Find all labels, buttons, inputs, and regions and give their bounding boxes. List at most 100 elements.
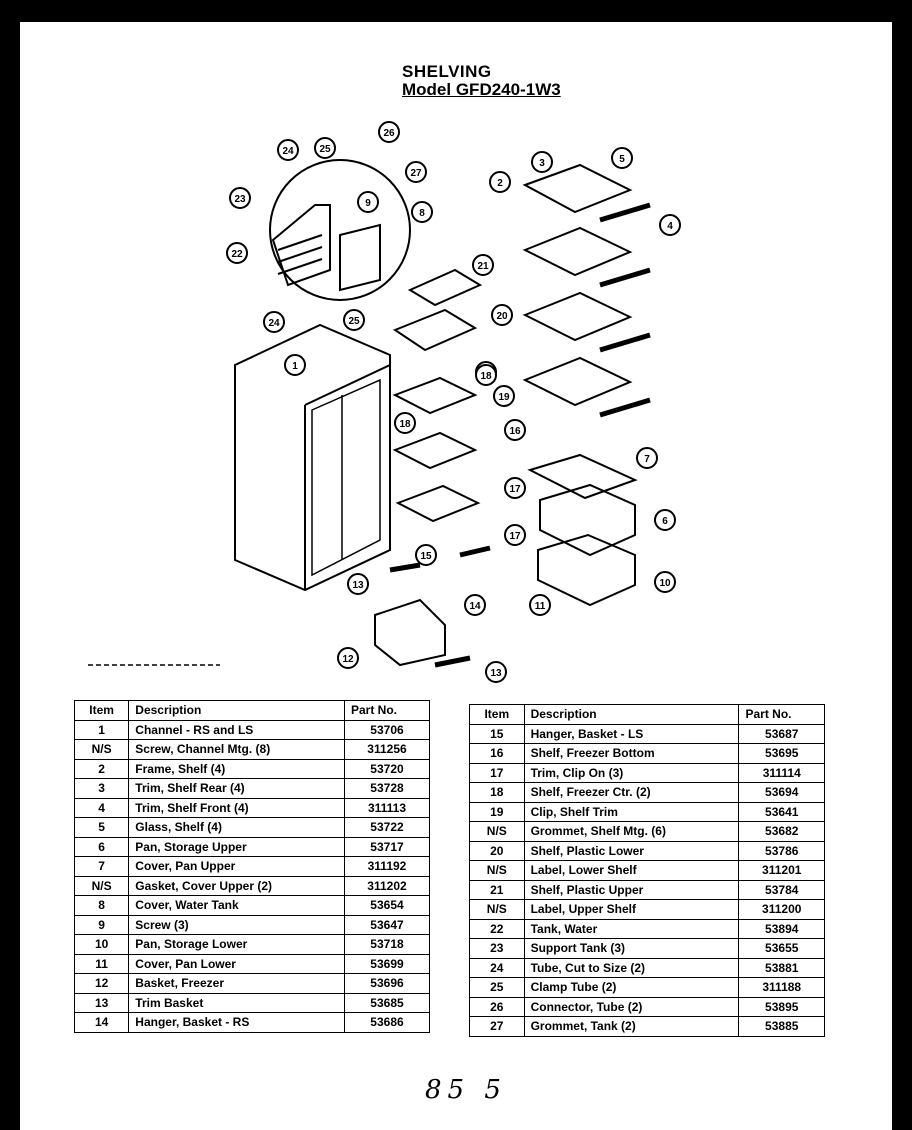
callout-group: 1234567891011121313141516171717181819202… <box>226 121 681 683</box>
callout-circle <box>343 309 365 331</box>
row-part-no: 53786 <box>738 840 825 861</box>
callout-label: 27 <box>410 168 422 179</box>
callout-circle <box>504 419 526 441</box>
callout-circle <box>464 594 486 616</box>
row-description: Shelf, Plastic Lower <box>523 840 740 861</box>
row-description: Trim, Shelf Front (4) <box>128 797 345 818</box>
callout-label: 18 <box>399 419 411 430</box>
row-part-no: 311188 <box>738 977 825 998</box>
row-description: Tube, Cut to Size (2) <box>523 957 740 978</box>
callout-circle <box>654 509 676 531</box>
callout-circle <box>229 187 251 209</box>
callout-circle <box>493 385 515 407</box>
callout-label: 20 <box>496 311 508 322</box>
header-part-no: Part No. <box>343 700 431 721</box>
title-block: SHELVING Model GFD240-1W3 <box>402 62 561 100</box>
row-part-no: 311113 <box>343 797 431 818</box>
header-description: Description <box>128 700 345 721</box>
row-item: 27 <box>469 1016 525 1037</box>
callout-label: 2 <box>497 178 503 189</box>
row-part-no: 53722 <box>343 817 431 838</box>
row-description: Grommet, Tank (2) <box>523 1016 740 1037</box>
callout-circle <box>475 364 497 386</box>
glass-shelf-drawing-4 <box>522 356 633 407</box>
callout-circle <box>529 594 551 616</box>
row-item: 16 <box>469 743 525 764</box>
row-item: 2 <box>73 758 130 779</box>
scan-border-right <box>892 0 912 1130</box>
callout-label: 24 <box>282 146 294 157</box>
row-part-no: 53694 <box>738 782 825 803</box>
row-item: 3 <box>73 778 130 799</box>
row-item: 13 <box>73 992 130 1013</box>
row-description: Basket, Freezer <box>128 973 345 994</box>
glass-shelf-drawing-3 <box>522 291 633 342</box>
freezer-shelf-center-drawing-2 <box>392 431 478 470</box>
row-item: 15 <box>469 723 525 744</box>
glass-shelf-drawing-1 <box>522 163 633 214</box>
callout-label: 24 <box>268 318 280 329</box>
row-part-no: 53728 <box>343 778 431 799</box>
row-part-no: 53655 <box>738 938 825 959</box>
row-item: N/S <box>469 821 525 842</box>
callout-label: 23 <box>234 194 246 205</box>
page-title: SHELVING <box>402 62 492 81</box>
callout-label: 8 <box>419 208 425 219</box>
callout-circle <box>277 139 299 161</box>
row-description: Clip, Shelf Trim <box>523 801 740 822</box>
row-part-no: 311256 <box>343 739 431 760</box>
callout-circle <box>226 242 248 264</box>
row-part-no: 53895 <box>738 996 825 1017</box>
row-part-no: 53686 <box>343 1012 431 1033</box>
callout-circle <box>491 304 513 326</box>
row-item: 1 <box>73 719 130 740</box>
row-part-no: 53687 <box>738 723 825 744</box>
row-part-no: 53685 <box>343 992 431 1013</box>
callout-circle <box>357 191 379 213</box>
row-part-no: 53718 <box>343 934 431 955</box>
callout-circle <box>485 661 507 683</box>
row-part-no: 53717 <box>343 836 431 857</box>
refrigerator-cabinet-drawing <box>234 323 391 592</box>
row-description: Hanger, Basket - LS <box>523 723 740 744</box>
handwritten-page-mark: 85 5 <box>425 1075 507 1105</box>
row-item: 11 <box>73 953 130 974</box>
callout-circle <box>314 137 336 159</box>
tank-cover-drawing <box>339 223 381 292</box>
row-item: 23 <box>469 938 525 959</box>
row-description: Frame, Shelf (4) <box>128 758 345 779</box>
row-item: 12 <box>73 973 130 994</box>
model-number: Model GFD240-1W3 <box>402 80 561 99</box>
row-description: Screw, Channel Mtg. (8) <box>128 739 345 760</box>
row-description: Tank, Water <box>523 918 740 939</box>
row-description: Pan, Storage Lower <box>128 934 345 955</box>
row-part-no: 53641 <box>738 801 825 822</box>
row-part-no: 311200 <box>738 899 825 920</box>
row-description: Label, Upper Shelf <box>523 899 740 920</box>
row-part-no: 53885 <box>738 1016 825 1037</box>
callout-circle <box>263 311 285 333</box>
row-part-no: 53654 <box>343 895 431 916</box>
row-description: Shelf, Freezer Bottom <box>523 743 740 764</box>
row-item: 22 <box>469 918 525 939</box>
row-item: 18 <box>469 782 525 803</box>
row-part-no: 311114 <box>738 762 825 783</box>
freezer-shelf-bottom-drawing <box>395 484 481 523</box>
row-item: 8 <box>73 895 130 916</box>
row-item: 19 <box>469 801 525 822</box>
